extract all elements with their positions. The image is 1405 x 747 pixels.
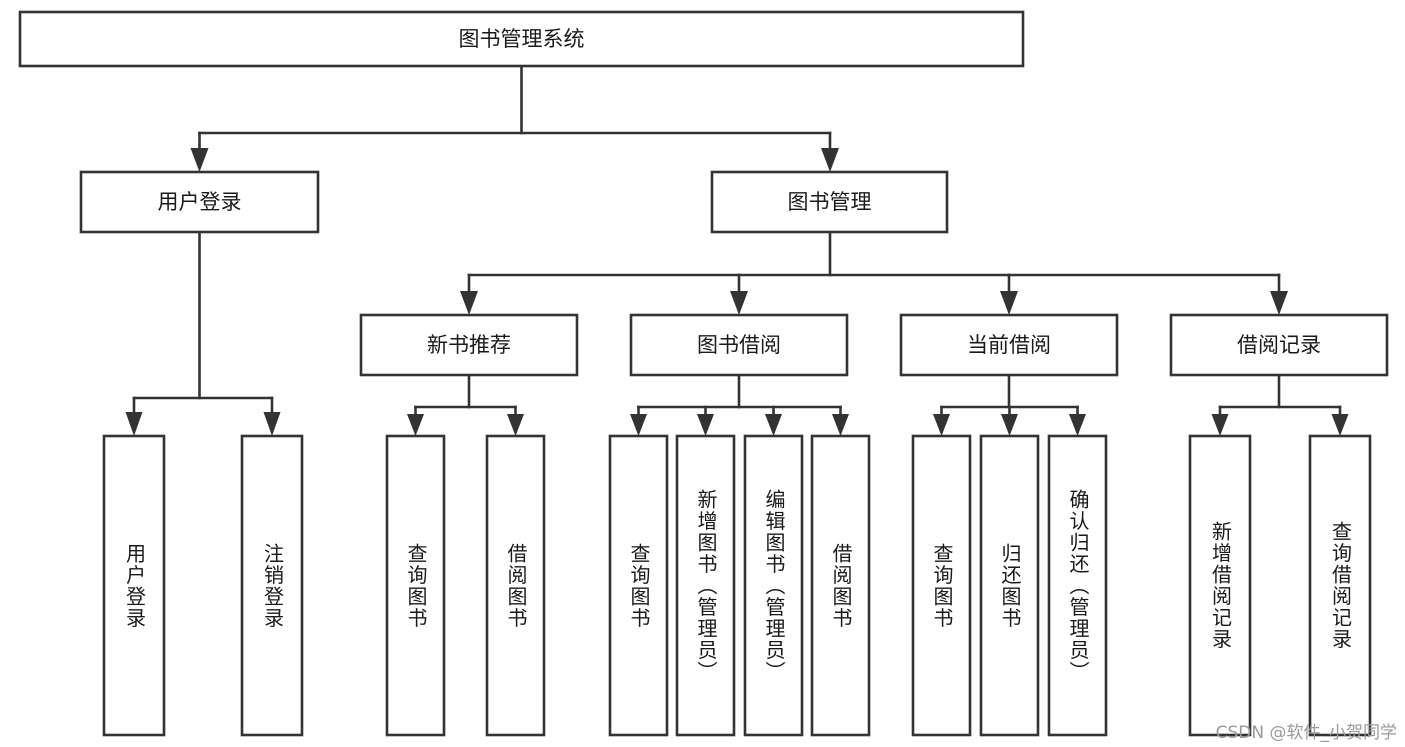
level2-label-0: 用户登录 [158,190,242,214]
arrow-head-icon [630,414,647,436]
leaf-box-10[interactable] [1047,434,1108,737]
arrow-head-icon [1211,414,1229,436]
connector-group-current-borrow [933,373,1086,436]
level3-label-0: 新书推荐 [427,333,511,357]
leaf-box-0[interactable] [102,434,166,737]
leaf-box-5[interactable] [675,434,736,737]
arrow-head-icon [190,148,209,172]
leaf-box-6[interactable] [743,434,804,737]
arrow-head-icon [263,412,281,436]
arrow-head-icon [1000,291,1018,315]
connector-group-book-borrow [630,373,849,436]
connector-group-book-management [460,230,1288,315]
leaf-box-9[interactable] [979,434,1040,737]
connector-group-root [190,64,839,172]
leaf-box-11[interactable] [1188,434,1252,737]
level3-box-3[interactable] [1169,313,1389,377]
level2-label-1: 图书管理 [788,190,872,214]
leaf-box-12[interactable] [1308,434,1372,737]
leaf-box-3[interactable] [485,434,546,737]
level3-box-0[interactable] [359,313,579,377]
arrow-head-icon [125,412,143,436]
leaf-box-1[interactable] [240,434,304,737]
connector-group-borrow-record [1211,373,1349,436]
arrow-head-icon [407,414,424,436]
level3-label-3: 借阅记录 [1237,333,1321,357]
connector-group-user-login [125,230,281,436]
arrow-head-icon [1331,414,1349,436]
level2-box-1[interactable] [710,170,949,234]
leaf-box-7[interactable] [810,434,871,737]
watermark: CSDN @软件_小贺同学 [1215,723,1397,743]
arrow-head-icon [730,291,748,315]
level3-label-2: 当前借阅 [967,333,1051,357]
root-label-0: 图书管理系统 [459,27,585,51]
arrow-head-icon [1270,291,1288,315]
connector-group-new-book [407,373,524,436]
level3-box-1[interactable] [629,313,849,377]
arrow-head-icon [507,414,524,436]
arrow-head-icon [1001,414,1018,436]
arrow-head-icon [933,414,950,436]
arrow-head-icon [1069,414,1086,436]
level3-box-2[interactable] [899,313,1119,377]
leaf-box-2[interactable] [385,434,446,737]
level2-box-0[interactable] [79,170,320,234]
arrow-head-icon [821,148,839,172]
leaf-box-8[interactable] [911,434,972,737]
leaf-box-4[interactable] [608,434,669,737]
box-layer [18,10,1389,737]
arrow-head-icon [460,291,478,315]
arrow-head-icon [832,414,849,436]
level3-label-1: 图书借阅 [697,333,781,357]
arrow-head-icon [765,414,782,436]
root-box-0[interactable] [18,10,1025,68]
arrow-head-icon [697,414,714,436]
